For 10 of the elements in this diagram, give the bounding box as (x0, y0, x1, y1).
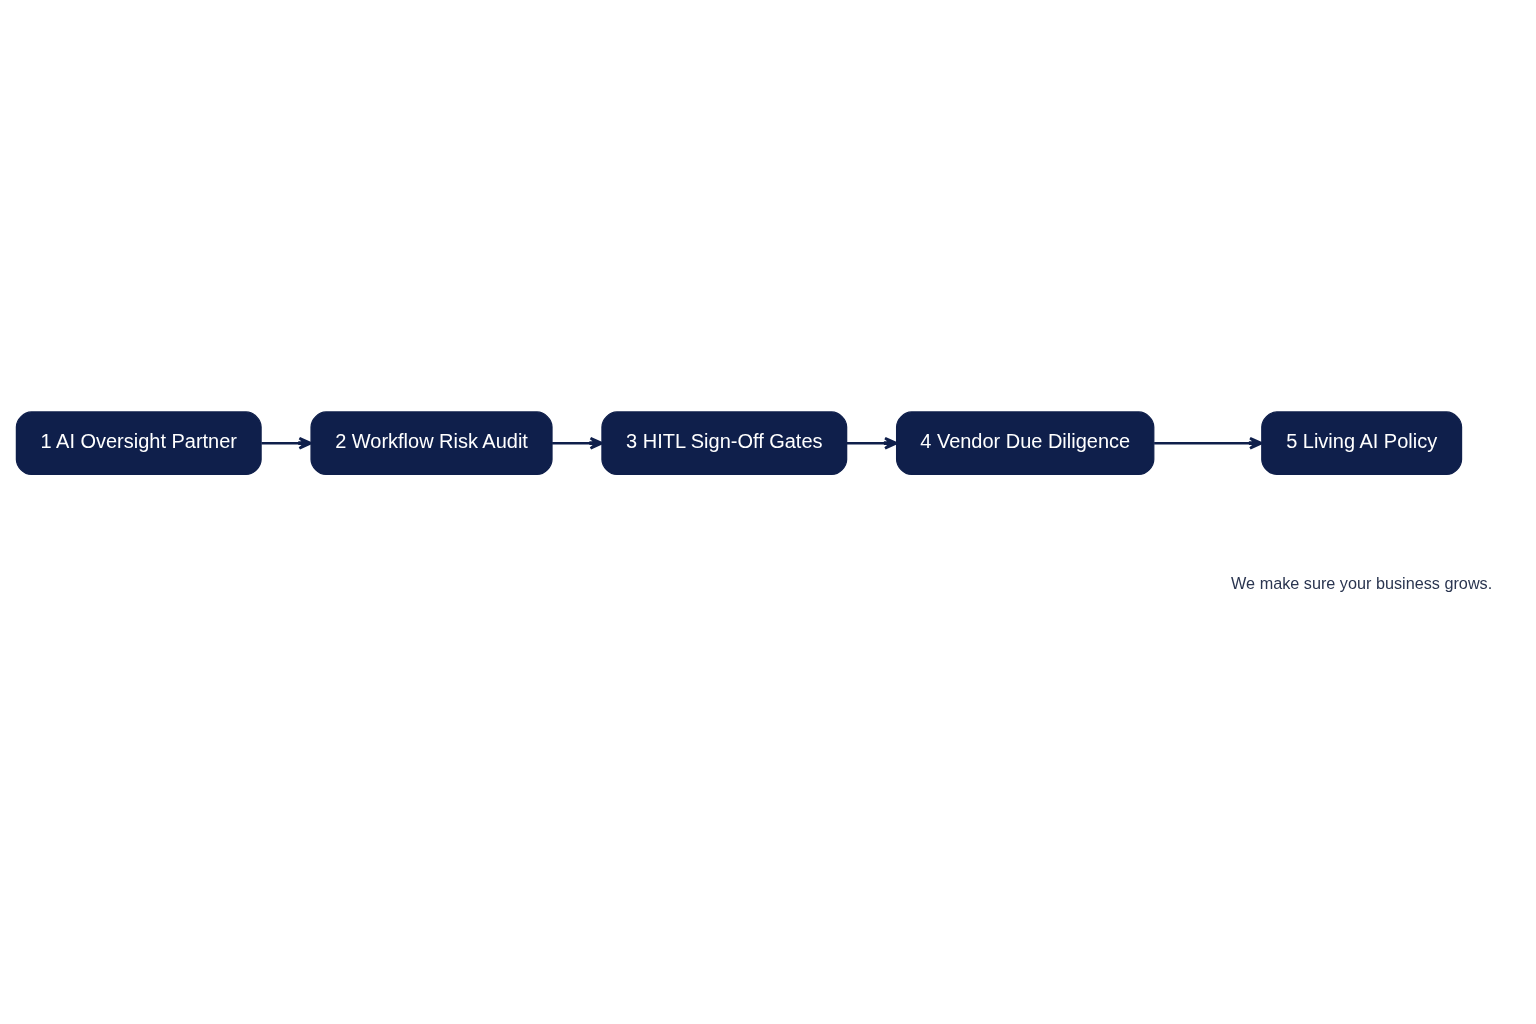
arrow (552, 436, 604, 449)
arrow (261, 436, 312, 449)
node-box: 3 HITL Sign-Off Gates (601, 410, 848, 475)
node-box: 1 AI Oversight Partner (15, 410, 262, 475)
node-box: 5 Living AI Policy (1261, 410, 1463, 475)
label: We make sure your business grows. (1231, 573, 1493, 592)
arrow (846, 436, 898, 449)
node-box: 2 Workflow Risk Audit (310, 410, 553, 475)
arrow (1154, 436, 1263, 449)
node-box: 4 Vendor Due Diligence (895, 410, 1155, 475)
